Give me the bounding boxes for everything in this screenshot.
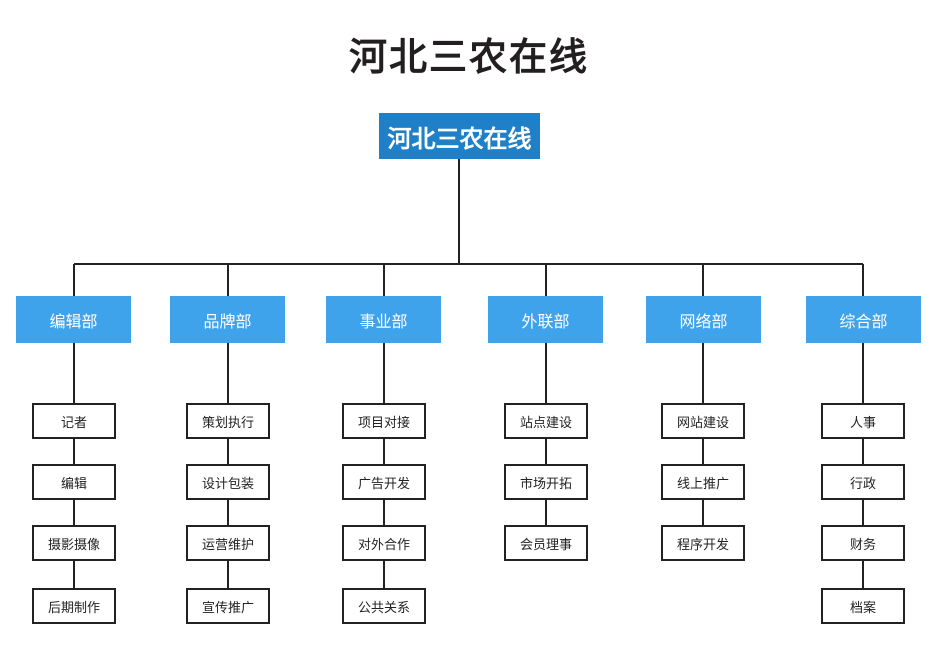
item-node: 对外合作 — [342, 525, 426, 561]
item-node: 程序开发 — [661, 525, 745, 561]
dept-node-brand: 品牌部 — [170, 296, 285, 343]
dept-node-liaison: 外联部 — [488, 296, 603, 343]
item-node: 市场开拓 — [504, 464, 588, 500]
dept-node-general: 综合部 — [806, 296, 921, 343]
dept-node-business: 事业部 — [326, 296, 441, 343]
item-node: 设计包装 — [186, 464, 270, 500]
item-node: 编辑 — [32, 464, 116, 500]
item-node: 档案 — [821, 588, 905, 624]
item-node: 线上推广 — [661, 464, 745, 500]
item-node: 摄影摄像 — [32, 525, 116, 561]
item-node: 网站建设 — [661, 403, 745, 439]
item-node: 项目对接 — [342, 403, 426, 439]
item-node: 运营维护 — [186, 525, 270, 561]
item-node: 会员理事 — [504, 525, 588, 561]
dept-node-network: 网络部 — [646, 296, 761, 343]
item-node: 策划执行 — [186, 403, 270, 439]
item-node: 广告开发 — [342, 464, 426, 500]
item-node: 站点建设 — [504, 403, 588, 439]
item-node: 人事 — [821, 403, 905, 439]
item-node: 记者 — [32, 403, 116, 439]
item-node: 后期制作 — [32, 588, 116, 624]
page-title: 河北三农在线 — [348, 35, 589, 79]
item-node: 行政 — [821, 464, 905, 500]
root-node: 河北三农在线 — [379, 113, 540, 159]
item-node: 宣传推广 — [186, 588, 270, 624]
item-node: 公共关系 — [342, 588, 426, 624]
dept-node-editorial: 编辑部 — [16, 296, 131, 343]
item-node: 财务 — [821, 525, 905, 561]
